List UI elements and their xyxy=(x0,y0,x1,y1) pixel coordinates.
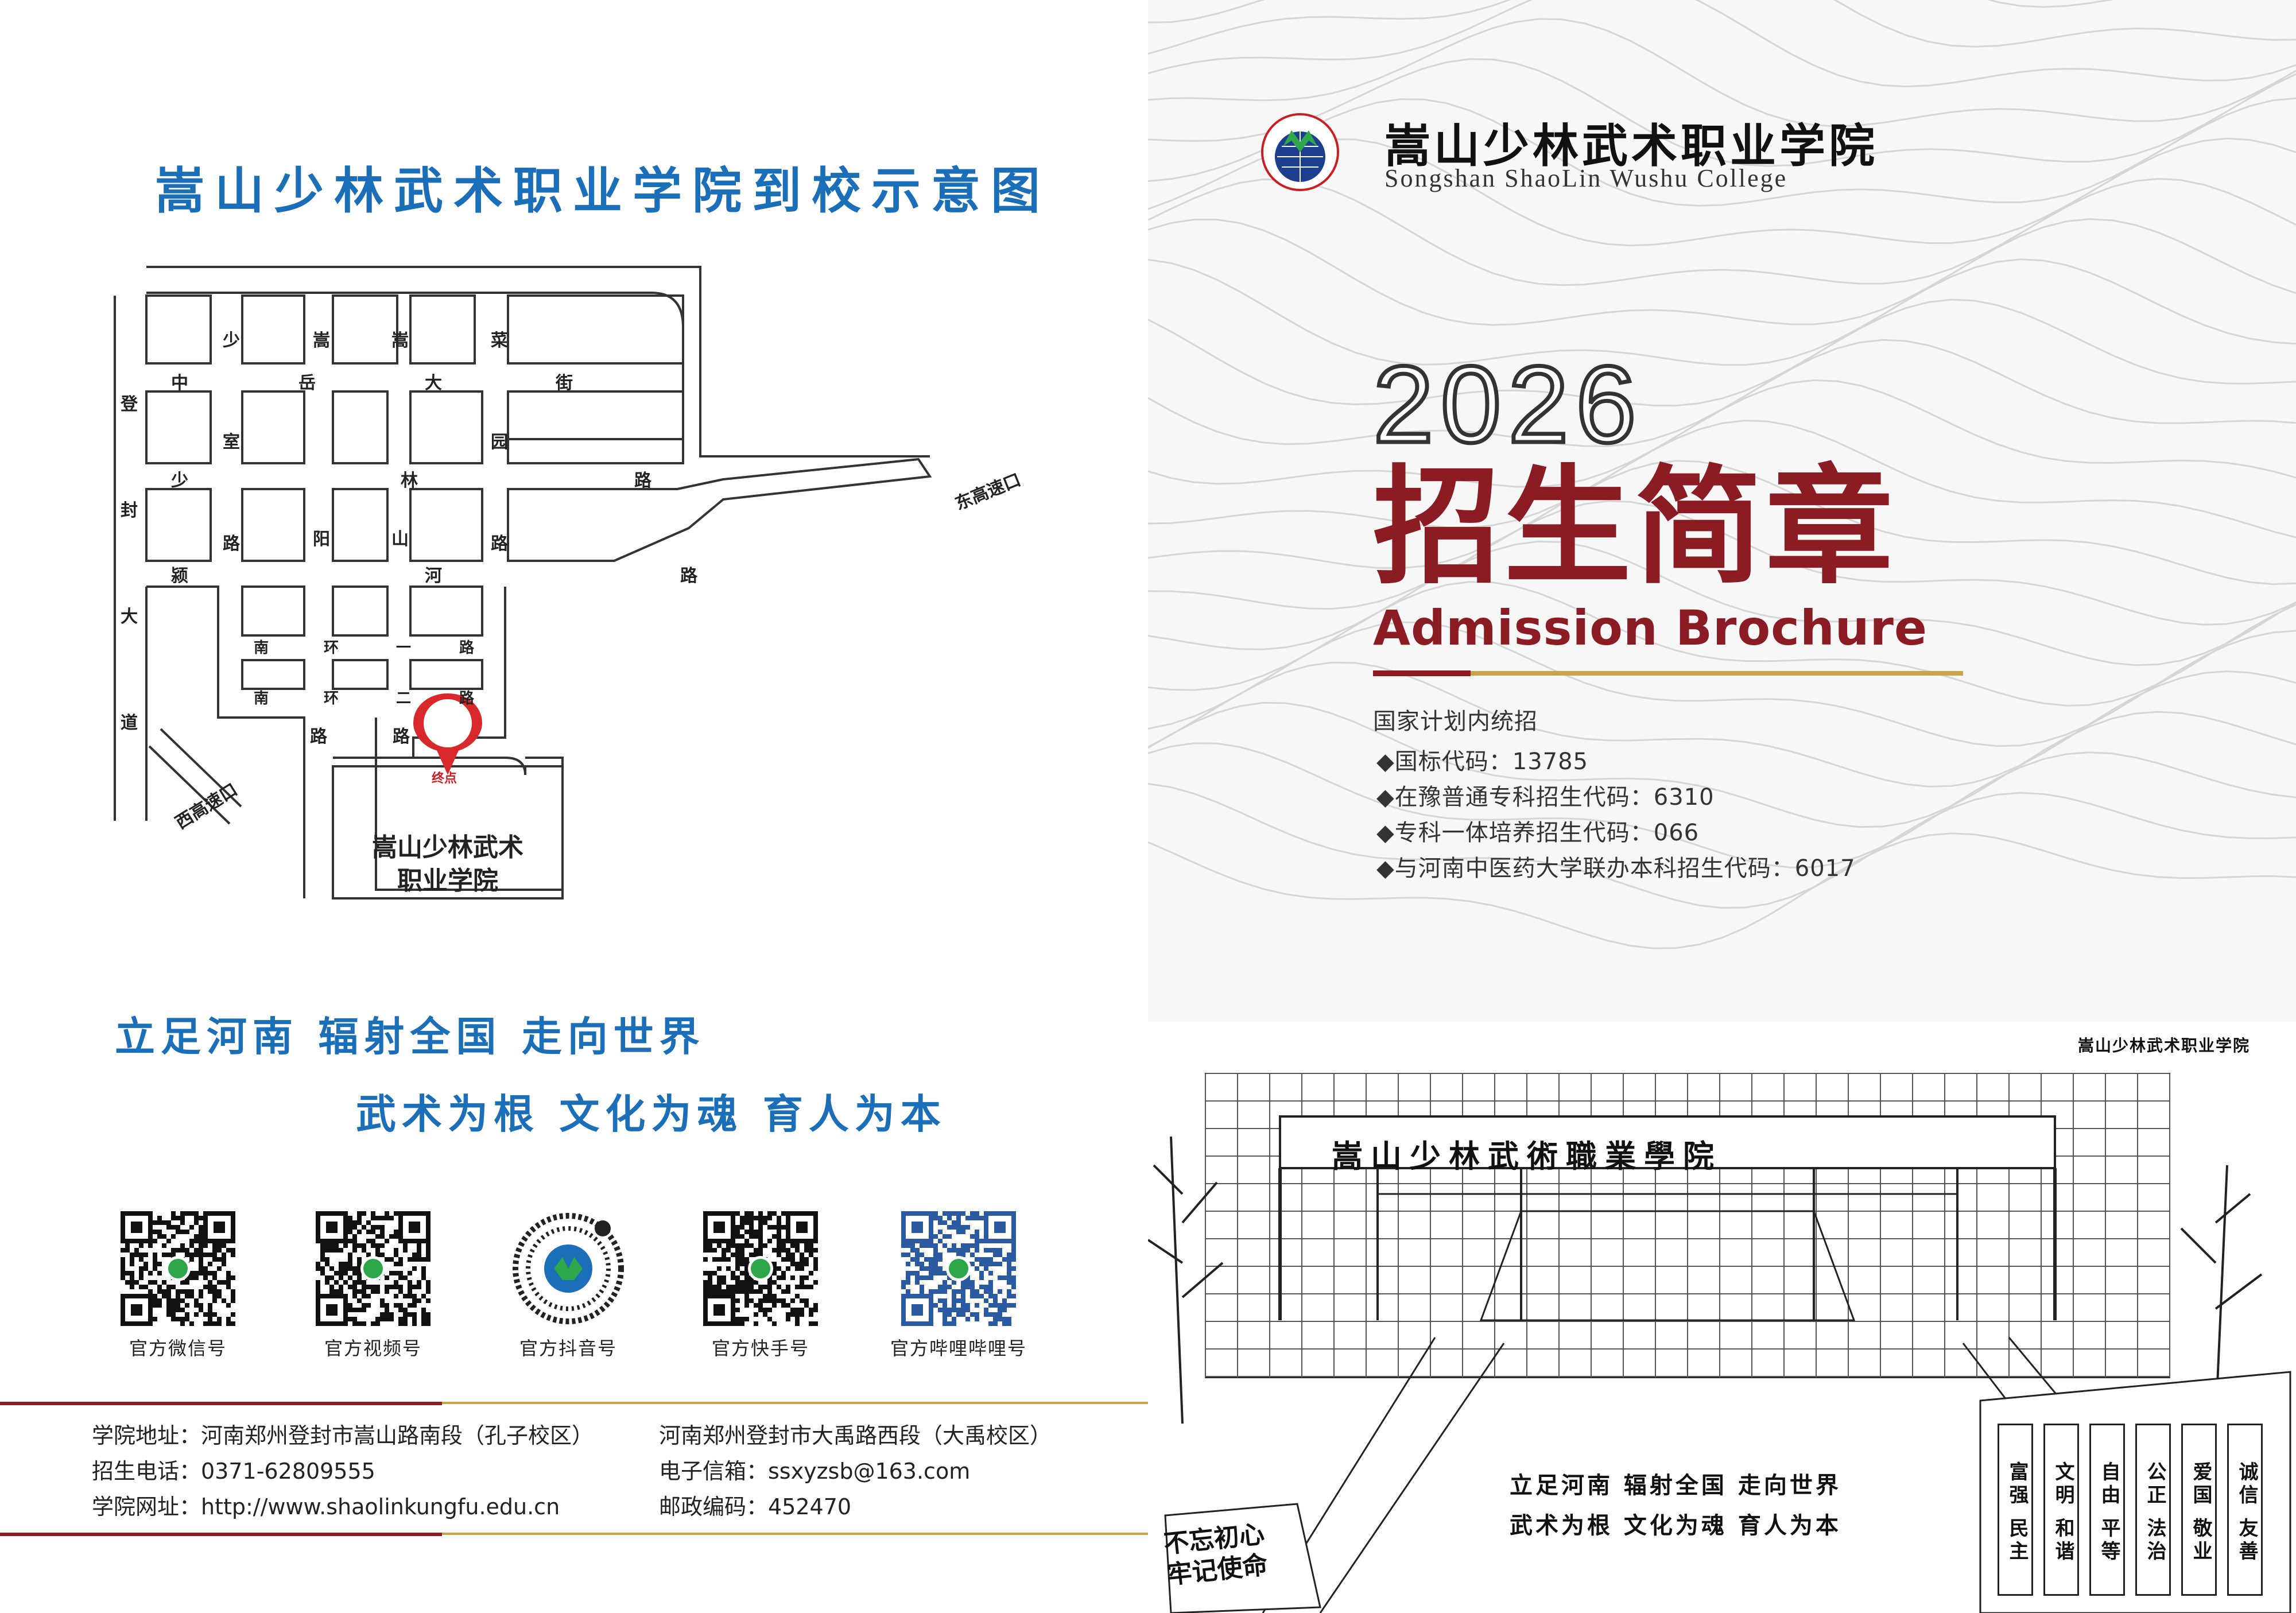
sketch-slogan-2: 武术为根 文化为魂 育人为本 xyxy=(1510,1513,1841,1539)
street-lu-left: 路 xyxy=(310,727,327,747)
logo-chinese-name: 嵩山少林武术职业学院 xyxy=(1384,119,1878,173)
qr-video[interactable]: 官方视频号 xyxy=(298,1211,448,1360)
street-caiyuan-1: 菜 xyxy=(491,331,508,351)
street-nanhuan1-3: 一 xyxy=(396,639,412,657)
street-songshan-1: 嵩 xyxy=(391,331,409,351)
street-shaolin-1: 少 xyxy=(171,471,188,491)
logo-english-name: Songshan ShaoLin Wushu College xyxy=(1384,164,1788,192)
title-rule-gold xyxy=(1471,671,1963,676)
map-title: 嵩山少林武术职业学院到校示意图 xyxy=(155,162,1050,220)
code-henan-junior: ◆在豫普通专科招生代码：6310 xyxy=(1376,784,1715,811)
street-zhongyue-1: 中 xyxy=(171,373,188,393)
street-ying-1: 颍 xyxy=(171,566,188,586)
street-ying-2: 河 xyxy=(425,566,442,586)
douyin-qr-icon xyxy=(511,1211,626,1326)
campus-route-map xyxy=(114,266,932,899)
street-nanhuan1-2: 环 xyxy=(324,639,339,657)
core-values-panels: 富强 民主 文明 和谐 自由 平等 公正 法治 爱国 敬业 诚信 友善 xyxy=(1986,1401,2296,1607)
qr-douyin[interactable]: 官方抖音号 xyxy=(494,1211,643,1360)
code-undergraduate: ◆与河南中医药大学联办本科招生代码：6017 xyxy=(1376,855,1856,882)
street-nanhuan1-1: 南 xyxy=(254,639,269,657)
street-zhongyue-4: 街 xyxy=(556,373,573,393)
postal-code: 邮政编码：452470 xyxy=(659,1494,852,1519)
destination-name: 嵩山少林武术 职业学院 xyxy=(372,833,523,895)
street-nanhuan1-4: 路 xyxy=(459,639,475,657)
cover-title-cn: 招生简章 xyxy=(1373,453,1896,602)
college-logo-icon xyxy=(1260,112,1340,192)
video-channel-qr-icon xyxy=(316,1211,430,1326)
title-rule-maroon xyxy=(1373,670,1471,676)
street-shaoshi-2: 室 xyxy=(223,432,240,452)
admission-email[interactable]: 电子信箱：ssxyzsb@163.com xyxy=(659,1459,971,1484)
address-kongzi: 学院地址：河南郑州登封市嵩山路南段（孔子校区） xyxy=(92,1423,594,1448)
street-nanhuan2-2: 环 xyxy=(324,690,339,707)
endpoint-label: 终点 xyxy=(432,771,457,786)
street-songyang-2: 阳 xyxy=(313,529,330,549)
bilibili-qr-icon xyxy=(901,1211,1016,1326)
street-nanhuan2-3: 二 xyxy=(396,690,412,707)
values-panel: 自由 平等 xyxy=(2089,1424,2125,1596)
enrollment-subtitle: 国家计划内统招 xyxy=(1373,708,1538,735)
slogan-line-1: 立足河南 辐射全国 走向世界 xyxy=(115,1013,705,1060)
code-national: ◆国标代码：13785 xyxy=(1376,749,1589,775)
address-dayu: 河南郑州登封市大禹路西段（大禹校区） xyxy=(659,1423,1052,1448)
qr-caption: 官方视频号 xyxy=(324,1337,422,1359)
contour-lines-background xyxy=(1148,0,2296,949)
college-website[interactable]: 学院网址：http://www.shaolinkungfu.edu.cn xyxy=(92,1494,560,1519)
values-panel: 爱国 敬业 xyxy=(2181,1424,2217,1596)
sketch-corner-caption: 嵩山少林武术职业学院 xyxy=(2078,1036,2251,1055)
location-pin-icon xyxy=(413,693,482,775)
qr-caption: 官方哔哩哔哩号 xyxy=(890,1337,1027,1359)
street-shaolin-3: 路 xyxy=(634,471,651,491)
qr-wechat[interactable]: 官方微信号 xyxy=(103,1211,253,1360)
street-dengfeng: 登封大道 xyxy=(121,394,138,733)
values-panel: 文明 和谐 xyxy=(2043,1424,2079,1596)
qr-caption: 官方抖音号 xyxy=(519,1337,617,1359)
cover-year: 2026 xyxy=(1371,344,1643,466)
back-cover: 嵩山少林武术职业学院到校示意图 xyxy=(0,162,1148,1536)
slogan-line-2: 武术为根 文化为魂 育人为本 xyxy=(356,1091,947,1138)
code-integrated: ◆专科一体培养招生代码：066 xyxy=(1376,820,1700,846)
qr-caption: 官方微信号 xyxy=(129,1337,227,1359)
footer-rule-gold xyxy=(442,1402,1148,1404)
street-songshan-2: 山 xyxy=(391,529,409,549)
kuaishou-qr-icon xyxy=(703,1211,818,1326)
street-shaoshi-1: 少 xyxy=(223,331,240,351)
wechat-qr-icon xyxy=(121,1211,235,1326)
admission-phone: 招生电话：0371-62809555 xyxy=(92,1459,375,1484)
street-zhongyue-3: 大 xyxy=(425,373,442,393)
street-caiyuan-3: 路 xyxy=(491,534,508,554)
street-nanhuan2-4: 路 xyxy=(459,690,475,707)
stone-inscription: 不忘初心 牢记使命 xyxy=(1162,1519,1269,1590)
footer-rule-bottom-gold xyxy=(442,1533,1148,1535)
front-cover: 嵩山少林武术职业学院 Songshan ShaoLin Wushu Colleg… xyxy=(1148,0,2296,1613)
street-nanhuan2-1: 南 xyxy=(254,690,269,707)
values-panel: 公正 法治 xyxy=(2135,1424,2171,1596)
street-shaolin-2: 林 xyxy=(401,471,418,491)
values-panel: 诚信 友善 xyxy=(2227,1424,2263,1596)
street-songyang-1: 嵩 xyxy=(313,331,330,351)
cover-title-en: Admission Brochure xyxy=(1373,600,1927,656)
street-lu-right: 路 xyxy=(393,727,410,747)
street-ying-3: 路 xyxy=(680,566,697,586)
qr-bilibili[interactable]: 官方哔哩哔哩号 xyxy=(884,1211,1033,1360)
values-panel: 富强 民主 xyxy=(1998,1424,2033,1596)
gate-sign: 嵩山少林武術職業學院 xyxy=(1332,1138,1722,1174)
qr-caption: 官方快手号 xyxy=(711,1337,809,1359)
street-caiyuan-2: 园 xyxy=(491,432,508,452)
footer-rule-maroon xyxy=(0,1402,442,1405)
sketch-slogan-1: 立足河南 辐射全国 走向世界 xyxy=(1510,1472,1841,1499)
qr-kuaishou[interactable]: 官方快手号 xyxy=(686,1211,835,1360)
street-shaoshi-3: 路 xyxy=(223,534,240,554)
footer-rule-bottom-maroon xyxy=(0,1533,442,1536)
street-zhongyue-2: 岳 xyxy=(298,373,316,393)
